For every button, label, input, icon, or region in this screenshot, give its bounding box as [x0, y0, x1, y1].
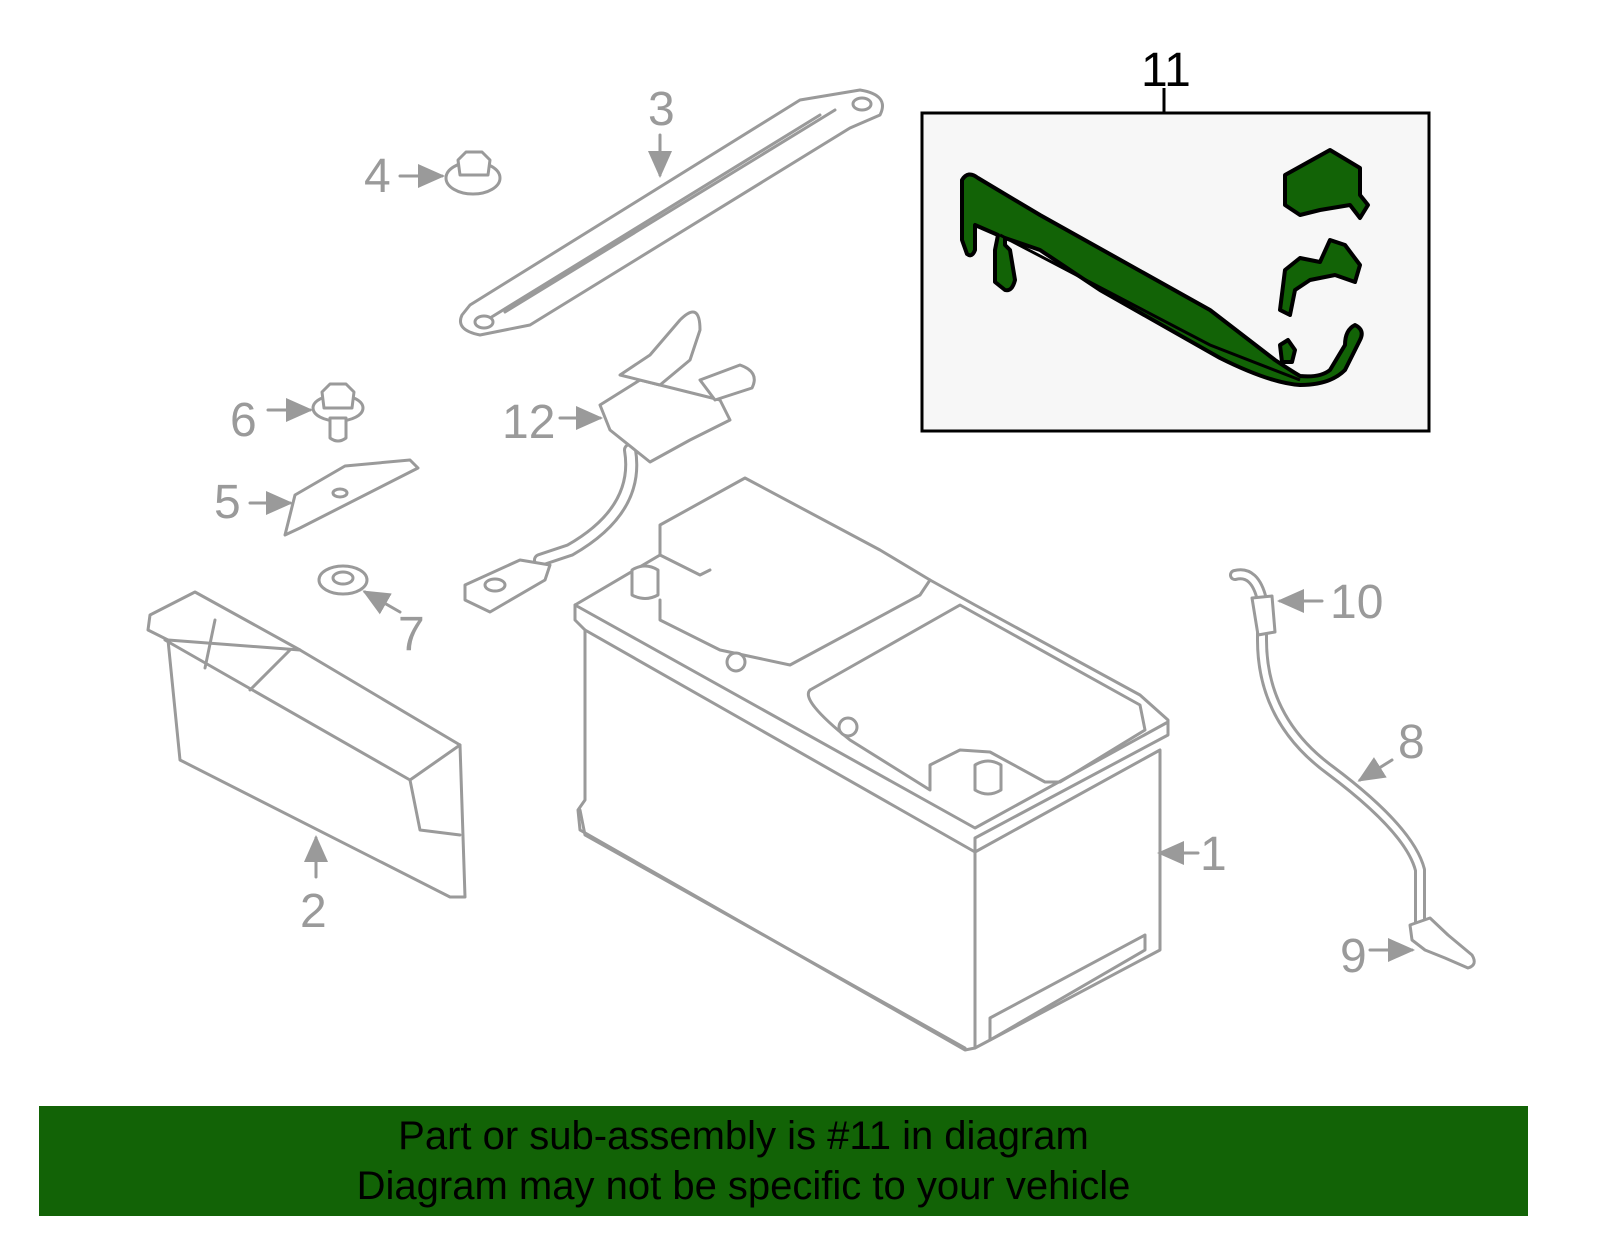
callout-3: 3 [648, 83, 675, 136]
callout-4: 4 [364, 150, 391, 203]
part-5-bracket[interactable] [283, 458, 420, 537]
part-10-vent-cap[interactable] [1250, 594, 1277, 637]
part-11-highlight-box[interactable] [920, 88, 1431, 433]
callout-9: 9 [1340, 930, 1367, 983]
part-1-battery[interactable] [573, 476, 1170, 1052]
banner-line-2: Diagram may not be specific to your vehi… [356, 1164, 1131, 1208]
part-3-hold-down-strap[interactable] [459, 88, 884, 337]
callout-10: 10 [1330, 576, 1383, 629]
callout-1: 1 [1200, 828, 1227, 881]
part-8-vent-hose[interactable] [1229, 568, 1426, 931]
callout-7: 7 [398, 608, 425, 661]
callout-6: 6 [230, 394, 257, 447]
notice-banner: Part or sub-assembly is #11 in diagram D… [39, 1106, 1528, 1216]
callout-12: 12 [502, 396, 555, 449]
callout-2: 2 [300, 885, 327, 938]
part-6-bolt[interactable] [311, 382, 365, 443]
callout-8: 8 [1398, 716, 1425, 769]
part-2-insulator[interactable] [146, 590, 467, 899]
part-7-washer[interactable] [317, 564, 369, 596]
part-12-battery-cable[interactable] [463, 310, 756, 614]
banner-line-1: Part or sub-assembly is #11 in diagram [398, 1114, 1089, 1158]
callout-11: 11 [1141, 44, 1191, 97]
part-9-vent-elbow[interactable] [1408, 916, 1476, 970]
part-4-nut[interactable] [444, 150, 502, 196]
callout-5: 5 [214, 476, 241, 529]
